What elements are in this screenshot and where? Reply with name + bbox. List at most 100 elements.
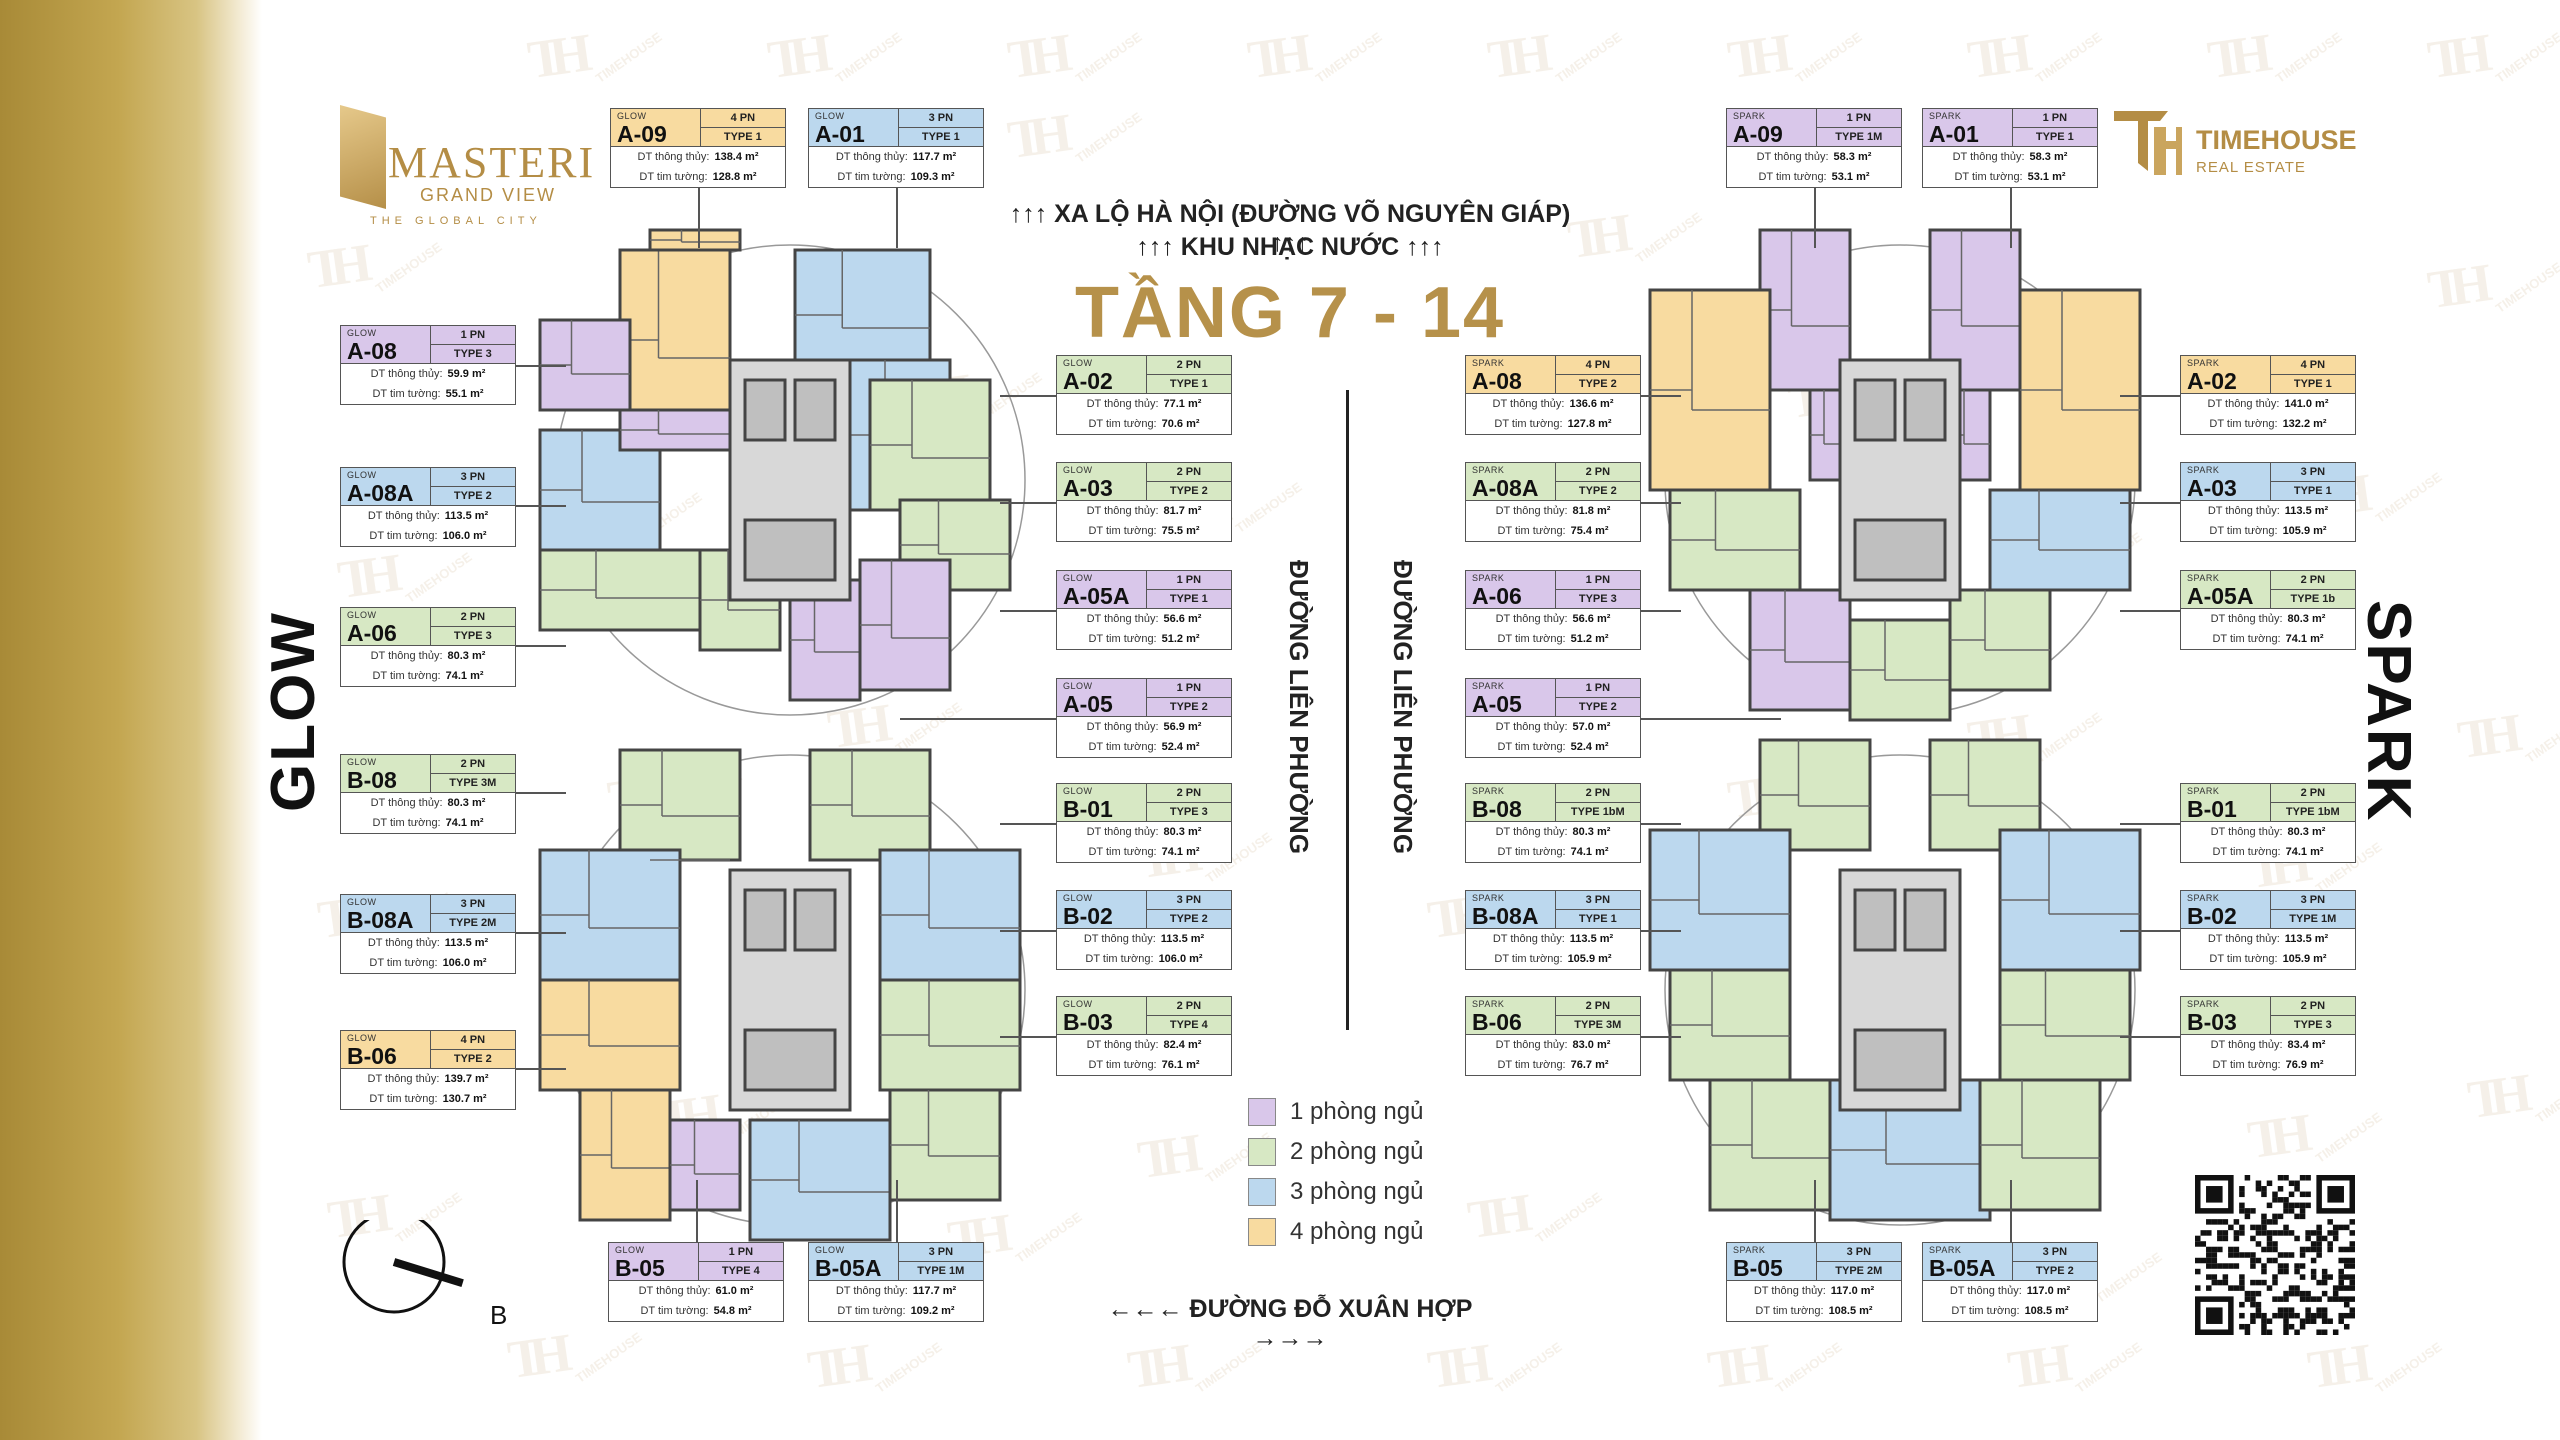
unit-card-header: SPARK B-08A 3 PN TYPE 1 [1466, 891, 1640, 929]
legend-label: 2 phòng ngủ [1290, 1138, 1424, 1165]
unit-card-s-a06[interactable]: SPARK A-06 1 PN TYPE 3 DT thông thủy:56.… [1465, 570, 1641, 650]
unit-card-s-a05a[interactable]: SPARK A-05A 2 PN TYPE 1b DT thông thủy:8… [2180, 570, 2356, 650]
unit-net-area-row: DT thông thủy:80.3 m² [1466, 822, 1640, 842]
unit-gross-area-row: DT tim tường:74.1 m² [2181, 842, 2355, 862]
leader-line [1641, 502, 1681, 504]
gross-area-label: DT tim tường: [1497, 846, 1566, 858]
unit-card-s-b05a[interactable]: SPARK B-05A 3 PN TYPE 2 DT thông thủy:11… [1922, 1242, 2098, 1322]
unit-bedrooms: 3 PN [898, 1243, 983, 1262]
unit-card-g-a01[interactable]: GLOW A-01 3 PN TYPE 1 DT thông thủy:117.… [808, 108, 984, 188]
room-partition [540, 850, 680, 929]
unit-card-g-b05a[interactable]: GLOW B-05A 3 PN TYPE 1M DT thông thủy:11… [808, 1242, 984, 1322]
unit-card-g-a06[interactable]: GLOW A-06 2 PN TYPE 3 DT thông thủy:80.3… [340, 607, 516, 687]
unit-gross-area-row: DT tim tường:105.9 m² [2181, 521, 2355, 541]
unit-net-area-row: DT thông thủy:113.5 m² [341, 506, 515, 526]
unit-block-label: SPARK [2187, 999, 2220, 1009]
unit-block-label: SPARK [2187, 358, 2220, 368]
unit-card-g-a09[interactable]: GLOW A-09 4 PN TYPE 1 DT thông thủy:138.… [610, 108, 786, 188]
unit-card-s-b08a[interactable]: SPARK B-08A 3 PN TYPE 1 DT thông thủy:11… [1465, 890, 1641, 970]
unit-card-header: GLOW B-05A 3 PN TYPE 1M [809, 1243, 983, 1281]
unit-card-s-a08[interactable]: SPARK A-08 4 PN TYPE 2 DT thông thủy:136… [1465, 355, 1641, 435]
unit-code: B-08 [1472, 796, 1522, 822]
net-area-label: DT thông thủy: [1086, 721, 1159, 733]
gross-area-value: 106.0 m² [442, 530, 487, 542]
unit-gross-area-row: DT tim tường:70.6 m² [1057, 414, 1231, 434]
unit-card-header: GLOW A-03 2 PN TYPE 2 [1057, 463, 1231, 501]
room-partition [870, 380, 990, 459]
leader-line [1641, 610, 1681, 612]
elevator-shaft [1853, 888, 1897, 952]
leader-line [1000, 502, 1056, 504]
gross-area-value: 74.1 m² [445, 670, 484, 682]
unit-card-id-cell: SPARK A-01 [1923, 109, 2013, 147]
unit-card-s-a08a[interactable]: SPARK A-08A 2 PN TYPE 2 DT thông thủy:81… [1465, 462, 1641, 542]
unit-card-s-b03[interactable]: SPARK B-03 2 PN TYPE 3 DT thông thủy:83.… [2180, 996, 2356, 1076]
net-area-label: DT thông thủy: [2210, 613, 2283, 625]
unit-card-spec-cell: 1 PN TYPE 3 [430, 326, 515, 363]
net-area-label: DT thông thủy: [1495, 1039, 1568, 1051]
unit-code: B-06 [347, 1043, 397, 1069]
unit-card-g-b03[interactable]: GLOW B-03 2 PN TYPE 4 DT thông thủy:82.4… [1056, 996, 1232, 1076]
unit-code: B-05 [615, 1255, 665, 1281]
unit-card-header: SPARK A-01 1 PN TYPE 1 [1923, 109, 2097, 147]
unit-net-area-row: DT thông thủy:113.5 m² [2181, 501, 2355, 521]
unit-card-g-a02[interactable]: GLOW A-02 2 PN TYPE 1 DT thông thủy:77.1… [1056, 355, 1232, 435]
net-area-value: 80.3 m² [1163, 826, 1202, 838]
net-area-value: 113.5 m² [1569, 933, 1614, 945]
leader-line [1000, 1036, 1056, 1038]
unit-card-g-b06[interactable]: GLOW B-06 4 PN TYPE 2 DT thông thủy:139.… [340, 1030, 516, 1110]
unit-card-g-a05[interactable]: GLOW A-05 1 PN TYPE 2 DT thông thủy:56.9… [1056, 678, 1232, 758]
tower-spark-label: SPARK [2354, 600, 2423, 823]
leader-line [2120, 395, 2180, 397]
leader-line [516, 645, 566, 647]
unit-type: TYPE 2 [1578, 485, 1617, 497]
gross-area-value: 74.1 m² [2285, 846, 2324, 858]
net-area-label: DT thông thủy: [370, 368, 443, 380]
unit-card-spec-cell: 2 PN TYPE 4 [1146, 997, 1231, 1034]
unit-card-s-b02[interactable]: SPARK B-02 3 PN TYPE 1M DT thông thủy:11… [2180, 890, 2356, 970]
unit-card-g-b02[interactable]: GLOW B-02 3 PN TYPE 2 DT thông thủy:113.… [1056, 890, 1232, 970]
unit-net-area-row: DT thông thủy:83.4 m² [2181, 1035, 2355, 1055]
unit-card-s-b05[interactable]: SPARK B-05 3 PN TYPE 2M DT thông thủy:11… [1726, 1242, 1902, 1322]
unit-card-g-b01[interactable]: GLOW B-01 2 PN TYPE 3 DT thông thủy:80.3… [1056, 783, 1232, 863]
qr-code-icon[interactable] [2195, 1175, 2355, 1335]
unit-card-g-a05a[interactable]: GLOW A-05A 1 PN TYPE 1 DT thông thủy:56.… [1056, 570, 1232, 650]
unit-card-id-cell: SPARK A-05A [2181, 571, 2271, 609]
legend-swatch-4br [1248, 1218, 1276, 1246]
elevator-shaft [743, 888, 787, 952]
net-area-value: 138.4 m² [714, 151, 759, 163]
unit-card-s-a01[interactable]: SPARK A-01 1 PN TYPE 1 DT thông thủy:58.… [1922, 108, 2098, 188]
room-partition [900, 500, 1010, 555]
unit-card-g-a08a[interactable]: GLOW A-08A 3 PN TYPE 2 DT thông thủy:113… [340, 467, 516, 547]
stair-core [743, 518, 837, 582]
unit-type: TYPE 1bM [2285, 806, 2340, 818]
unit-card-s-b08[interactable]: SPARK B-08 2 PN TYPE 1bM DT thông thủy:8… [1465, 783, 1641, 863]
unit-card-spec-cell: 3 PN TYPE 1 [2270, 463, 2355, 500]
unit-card-s-a03[interactable]: SPARK A-03 3 PN TYPE 1 DT thông thủy:113… [2180, 462, 2356, 542]
unit-card-s-a02[interactable]: SPARK A-02 4 PN TYPE 1 DT thông thủy:141… [2180, 355, 2356, 435]
unit-card-g-b08a[interactable]: GLOW B-08A 3 PN TYPE 2M DT thông thủy:11… [340, 894, 516, 974]
unit-card-g-b05[interactable]: GLOW B-05 1 PN TYPE 4 DT thông thủy:61.0… [608, 1242, 784, 1322]
unit-type: TYPE 1 [921, 131, 960, 143]
unit-block-label: GLOW [1063, 465, 1093, 475]
unit-card-g-a08[interactable]: GLOW A-08 1 PN TYPE 3 DT thông thủy:59.9… [340, 325, 516, 405]
unit-card-s-a09[interactable]: SPARK A-09 1 PN TYPE 1M DT thông thủy:58… [1726, 108, 1902, 188]
unit-card-g-b08[interactable]: GLOW B-08 2 PN TYPE 3M DT thông thủy:80.… [340, 754, 516, 834]
net-area-label: DT thông thủy: [1495, 505, 1568, 517]
unit-type: TYPE 1 [2035, 131, 2074, 143]
unit-card-g-a03[interactable]: GLOW A-03 2 PN TYPE 2 DT thông thủy:81.7… [1056, 462, 1232, 542]
unit-card-header: SPARK B-05A 3 PN TYPE 2 [1923, 1243, 2097, 1281]
unit-card-s-b06[interactable]: SPARK B-06 2 PN TYPE 3M DT thông thủy:83… [1465, 996, 1641, 1076]
unit-gross-area-row: DT tim tường:52.4 m² [1057, 737, 1231, 757]
unit-card-s-a05[interactable]: SPARK A-05 1 PN TYPE 2 DT thông thủy:57.… [1465, 678, 1641, 758]
unit-code: A-09 [617, 121, 667, 147]
unit-type: TYPE 1 [1169, 593, 1208, 605]
unit-card-s-b01[interactable]: SPARK B-01 2 PN TYPE 1bM DT thông thủy:8… [2180, 783, 2356, 863]
unit-card-spec-cell: 3 PN TYPE 2M [1816, 1243, 1901, 1280]
unit-card-id-cell: GLOW A-06 [341, 608, 431, 646]
net-area-label: DT thông thủy: [367, 510, 440, 522]
